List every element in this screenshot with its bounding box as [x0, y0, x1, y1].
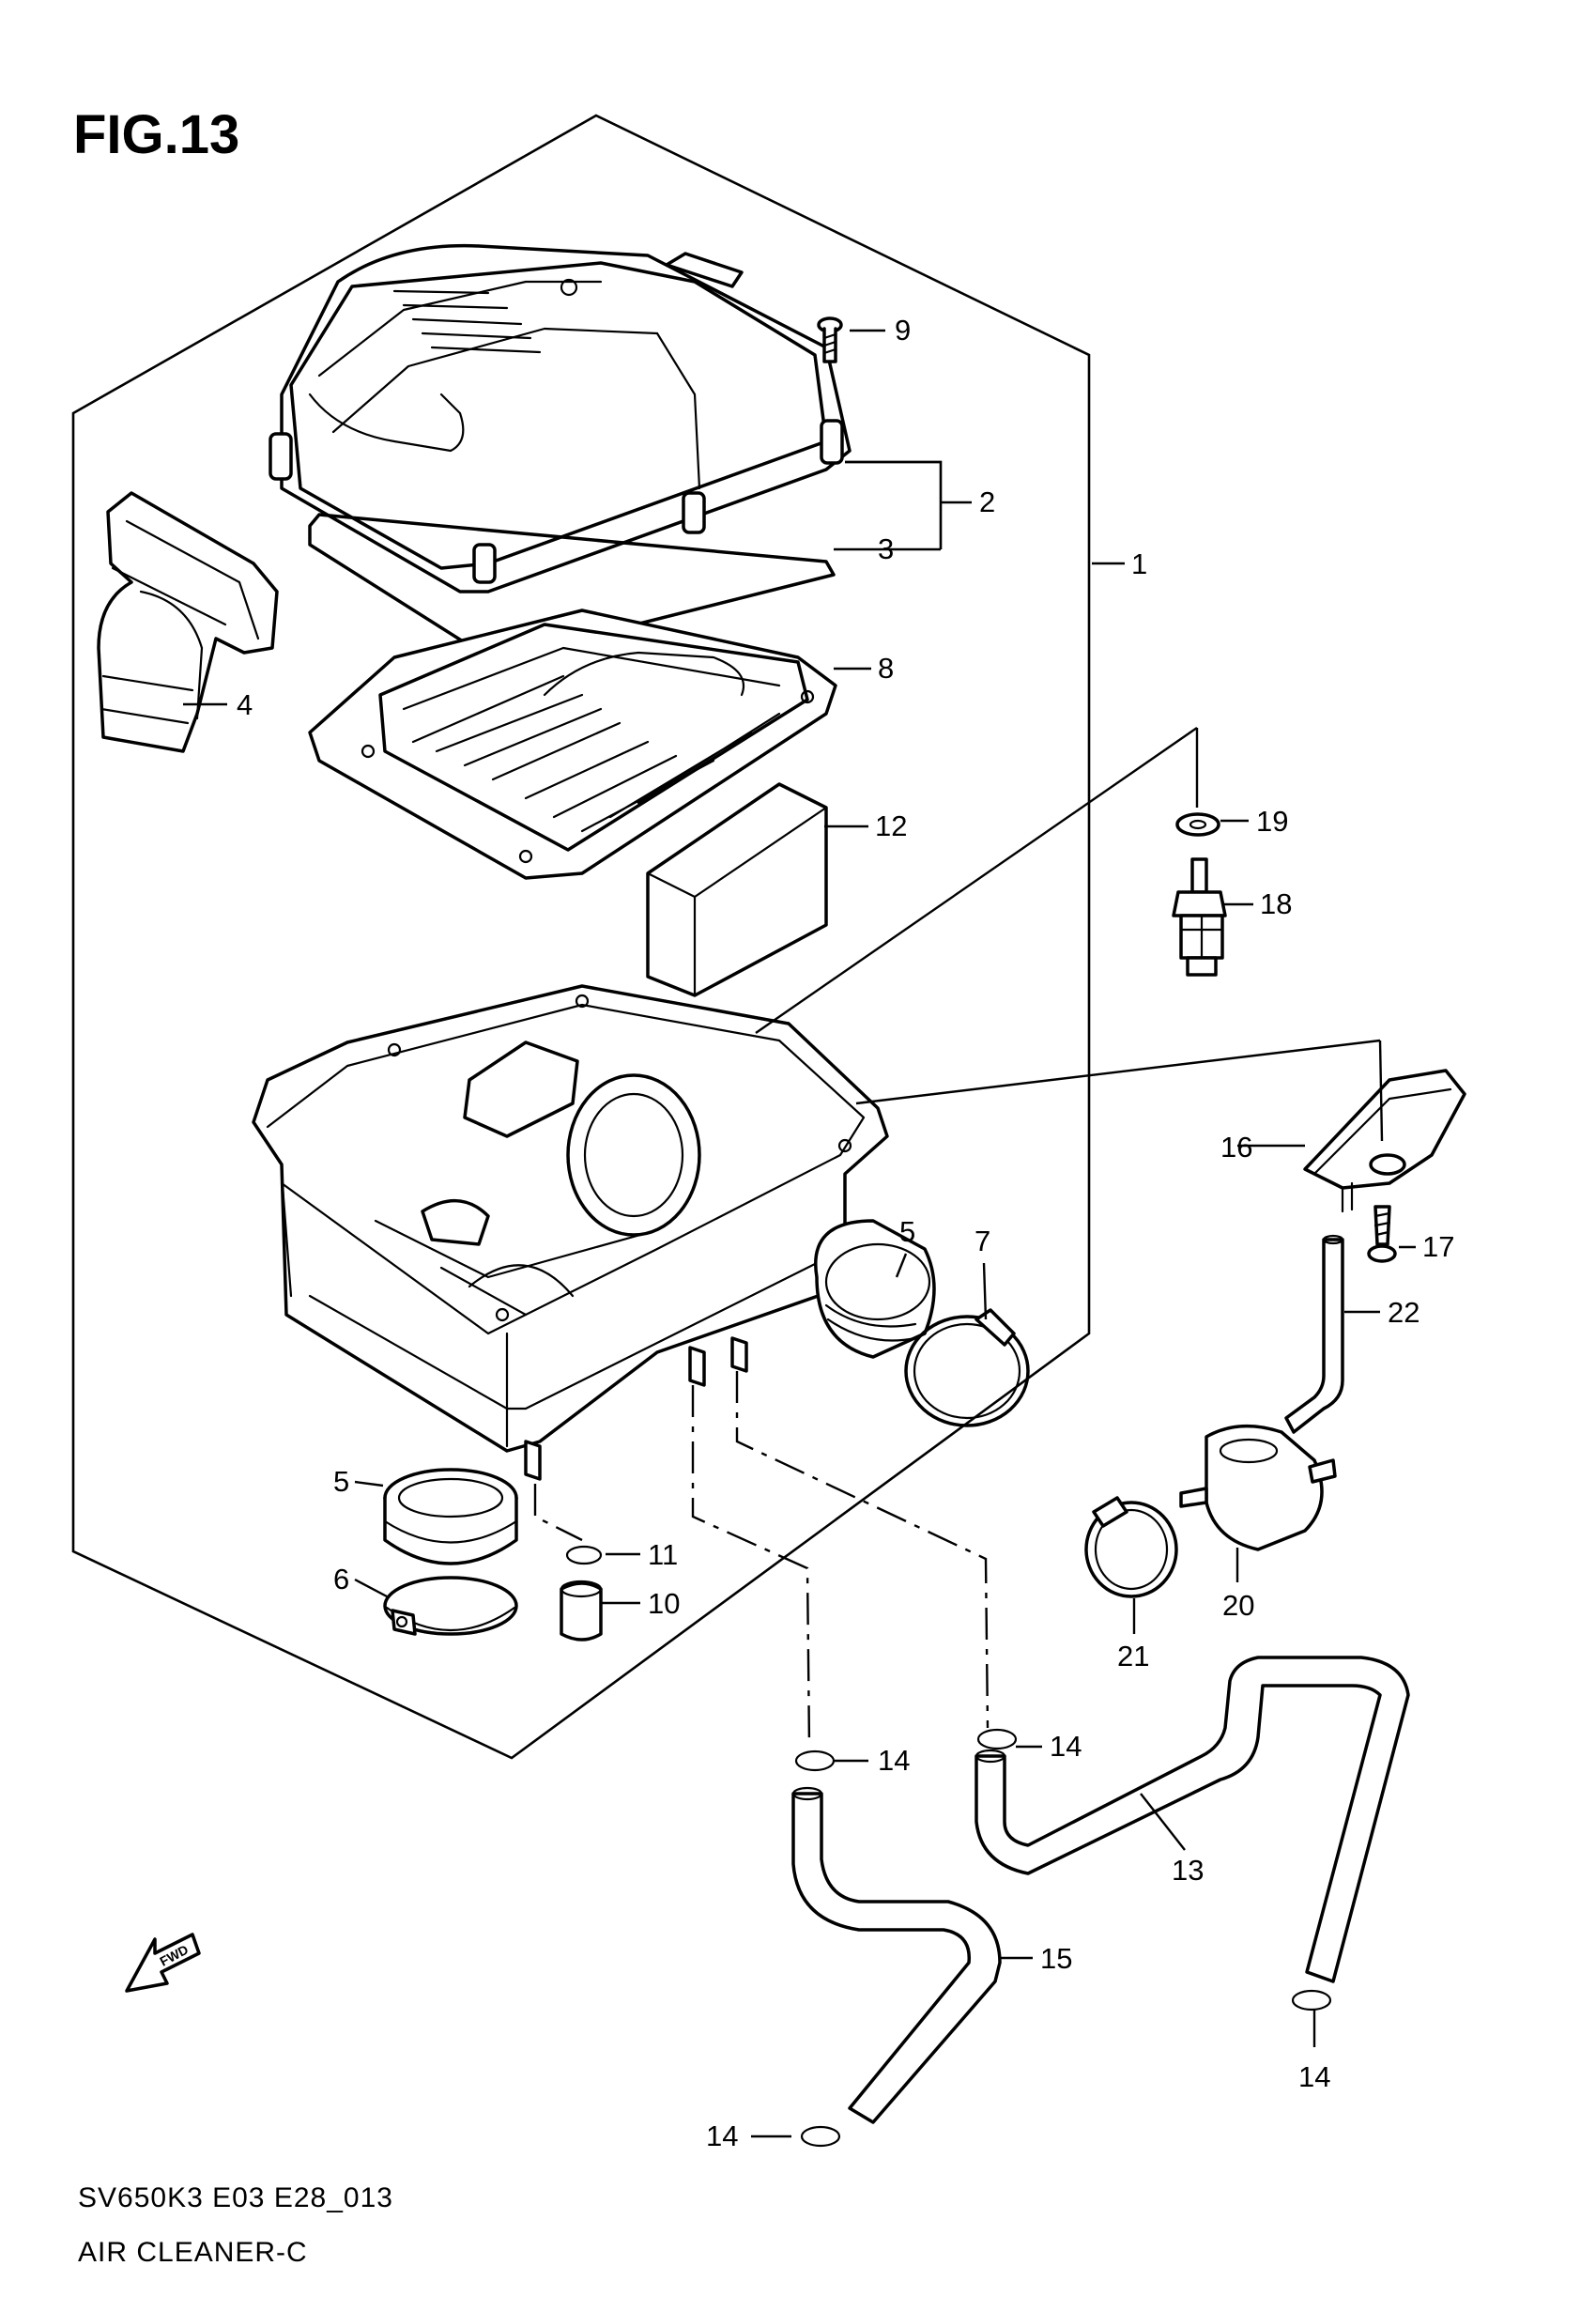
callout-5-lower: 5 — [333, 1465, 349, 1498]
bracket-part-16 — [1303, 1069, 1466, 1213]
air-cleaner-cap — [269, 243, 852, 593]
leader-lines — [183, 329, 1416, 2138]
hose-part-22 — [1284, 1238, 1344, 1434]
callout-14-b: 14 — [1050, 1730, 1082, 1763]
intake-duct-part-4 — [97, 491, 279, 753]
callout-14-c: 14 — [1298, 2060, 1330, 2093]
footer-title: AIR CLEANER-C — [78, 2237, 308, 2268]
air-cleaner-case — [252, 984, 889, 1481]
callout-21: 21 — [1117, 1640, 1149, 1672]
sensor-part-18 — [1172, 857, 1227, 977]
callout-17: 17 — [1422, 1230, 1454, 1263]
clamp-part-6 — [383, 1576, 518, 1636]
callout-20: 20 — [1222, 1589, 1254, 1622]
callout-15: 15 — [1040, 1942, 1072, 1975]
callout-16: 16 — [1220, 1131, 1252, 1164]
assembly-dash-lines — [533, 1371, 990, 1748]
air-filter-element — [308, 609, 837, 880]
callout-12: 12 — [875, 809, 907, 842]
callout-14-d: 14 — [706, 2119, 738, 2152]
callout-2: 2 — [979, 486, 995, 518]
callout-9: 9 — [895, 314, 911, 347]
assembly-frame — [71, 114, 1091, 1760]
callout-8: 8 — [878, 652, 894, 685]
washer-part-19 — [1175, 812, 1220, 837]
forward-arrow-icon: FWD — [125, 1933, 201, 1993]
screw-part-9 — [817, 316, 843, 363]
footer-model-code: SV650K3 E03 E28_013 — [78, 2182, 393, 2213]
hose-part-15 — [791, 1792, 1002, 2124]
callout-10: 10 — [648, 1587, 680, 1620]
clamp-part-21 — [1084, 1496, 1178, 1598]
callout-7: 7 — [974, 1225, 990, 1257]
callout-3: 3 — [878, 532, 894, 565]
callout-13: 13 — [1172, 1854, 1204, 1887]
valve-part-20 — [1179, 1424, 1337, 1551]
callout-6: 6 — [333, 1563, 349, 1595]
funnel-part-5-lower — [383, 1468, 518, 1565]
callout-5-upper: 5 — [899, 1215, 915, 1248]
clip-part-14-a — [794, 1749, 836, 1772]
cap-part-10 — [560, 1580, 603, 1642]
callout-4: 4 — [237, 688, 253, 721]
callout-22: 22 — [1388, 1296, 1420, 1329]
callout-18: 18 — [1260, 887, 1292, 920]
clip-part-14-c — [1291, 1989, 1332, 2011]
gasket-part-3 — [308, 513, 836, 659]
callout-1: 1 — [1131, 547, 1147, 580]
callout-19: 19 — [1256, 805, 1288, 838]
clip-part-14-b — [976, 1728, 1018, 1750]
clip-part-11 — [565, 1545, 603, 1565]
clip-part-14-d — [800, 2125, 841, 2148]
callout-11: 11 — [648, 1538, 678, 1571]
figure-label: FIG.13 — [73, 104, 239, 165]
foam-part-12 — [646, 782, 828, 997]
funnel-part-5-upper — [814, 1219, 936, 1359]
hose-part-13 — [974, 1656, 1410, 1983]
callout-14-a: 14 — [878, 1744, 910, 1777]
screw-part-17 — [1367, 1205, 1397, 1263]
